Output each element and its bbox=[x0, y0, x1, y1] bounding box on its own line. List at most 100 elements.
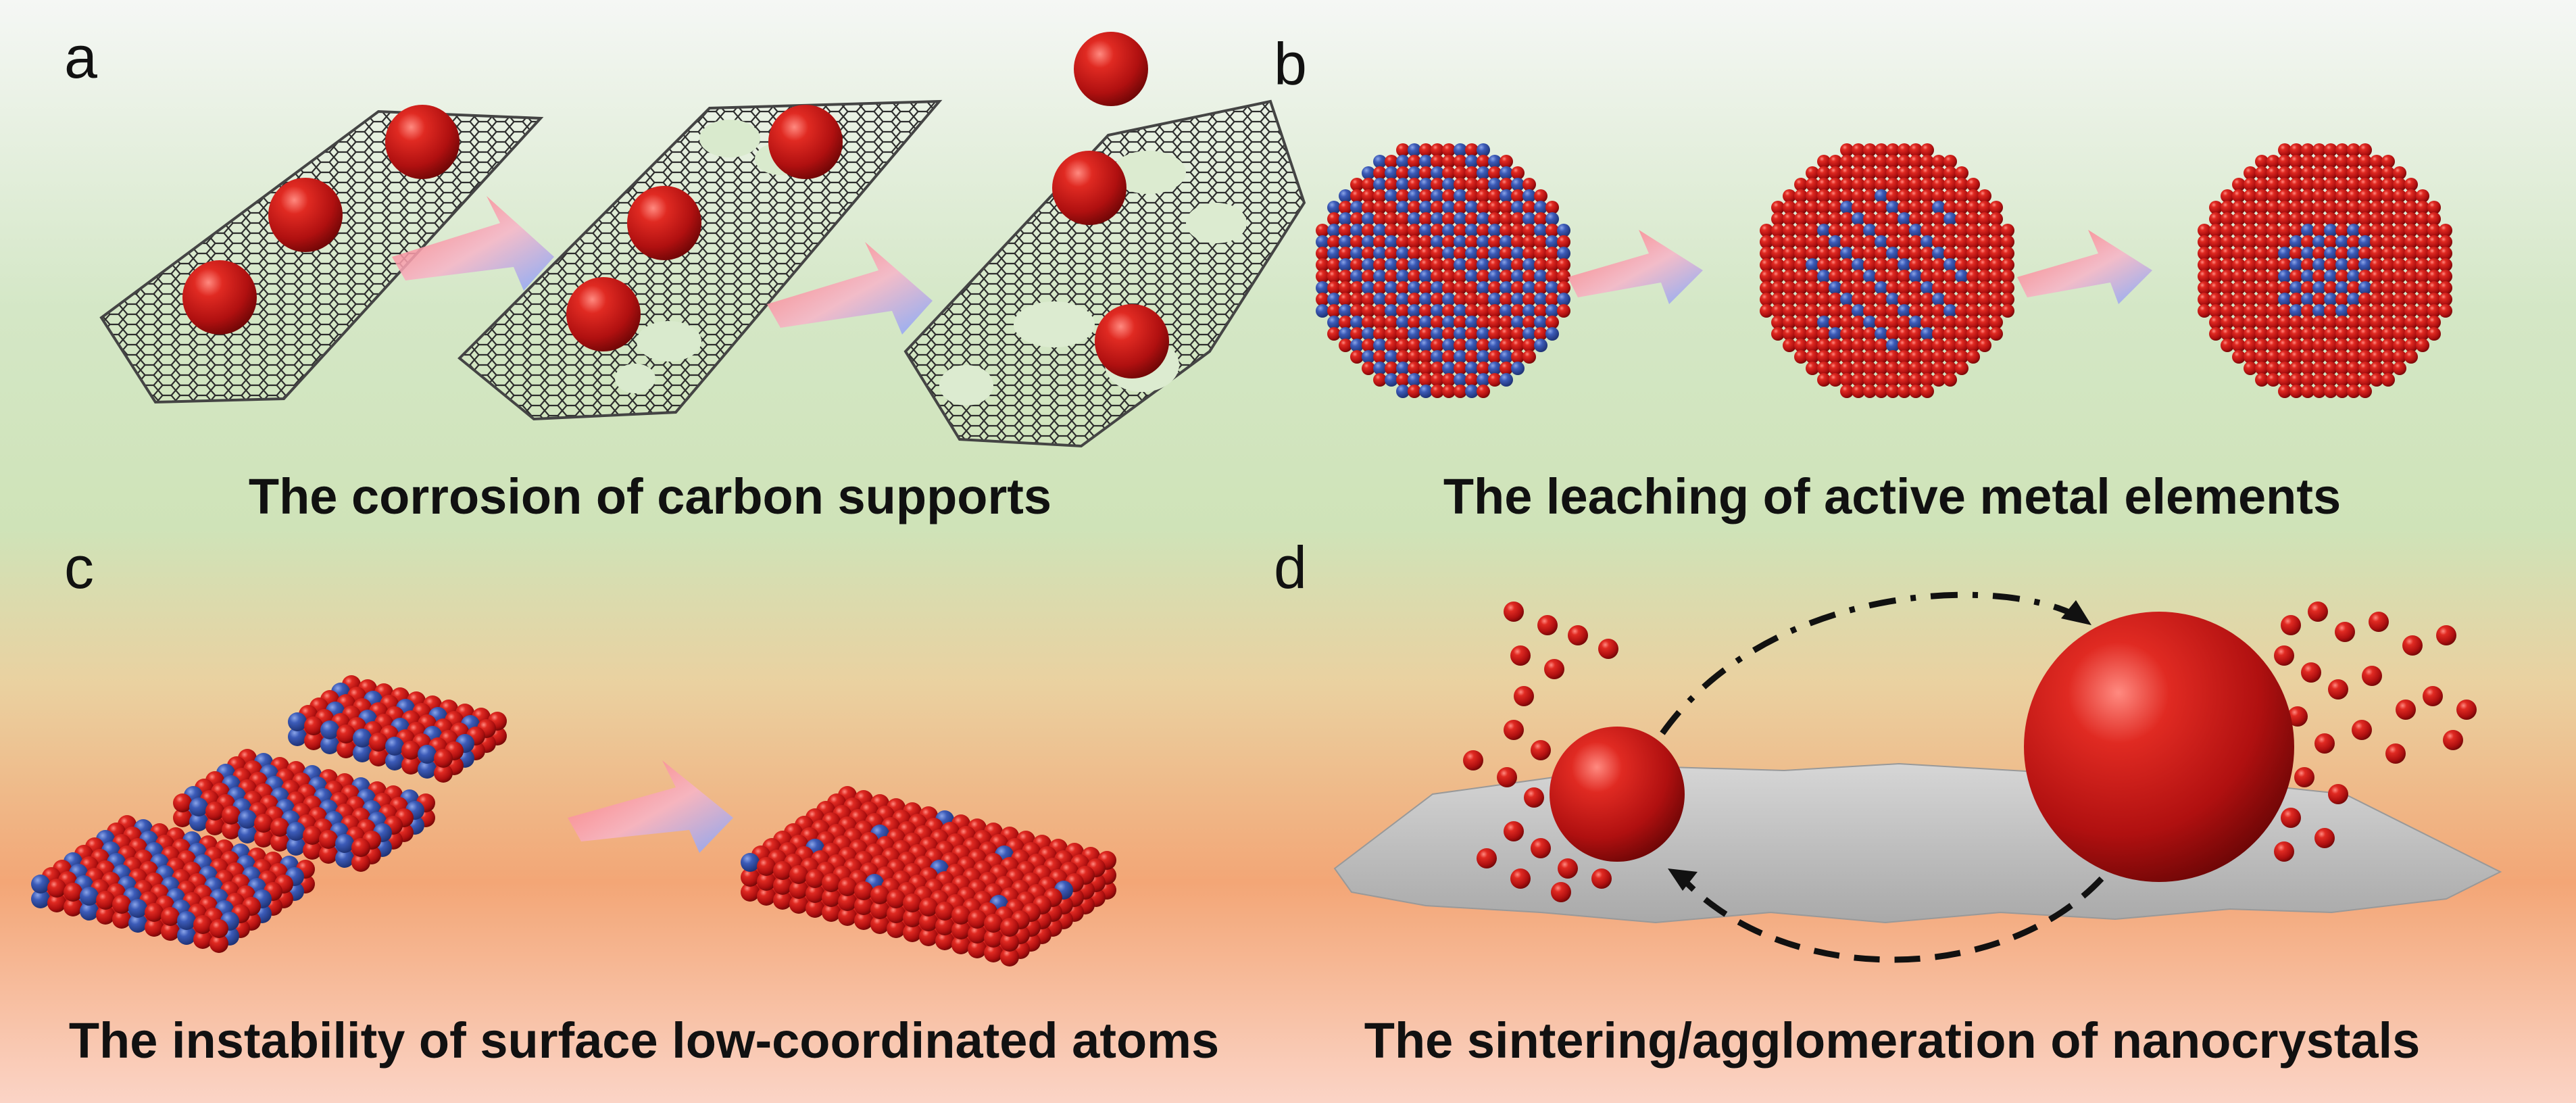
red-atom bbox=[1522, 350, 1536, 364]
red-atom bbox=[1431, 373, 1444, 387]
red-atom bbox=[1454, 362, 1467, 375]
red-atom bbox=[1373, 235, 1387, 249]
red-atom bbox=[2381, 224, 2395, 237]
panel-letter-b: b bbox=[1274, 30, 1307, 97]
red-atom bbox=[2001, 247, 2014, 260]
blue-atom bbox=[1408, 373, 1421, 387]
red-atom bbox=[2209, 304, 2223, 318]
red-atom bbox=[1794, 178, 1808, 191]
red-atom bbox=[2427, 247, 2441, 260]
red-atom bbox=[1794, 212, 1808, 226]
red-atom bbox=[1921, 212, 1934, 226]
red-atom bbox=[1419, 235, 1433, 249]
blue-atom bbox=[238, 810, 257, 829]
red-atom bbox=[2393, 339, 2406, 352]
red-atom bbox=[2416, 212, 2429, 226]
arrow-icon bbox=[2017, 230, 2152, 304]
red-atom bbox=[2347, 235, 2360, 249]
red-atom bbox=[1909, 350, 1923, 364]
red-atom bbox=[1408, 247, 1421, 260]
red-atom bbox=[1794, 235, 1808, 249]
red-atom bbox=[2221, 327, 2234, 341]
blue-atom bbox=[1534, 270, 1547, 283]
red-atom bbox=[1454, 270, 1467, 283]
blue-atom bbox=[1500, 281, 1513, 295]
red-atom bbox=[1557, 281, 1570, 295]
red-atom bbox=[1522, 339, 1536, 352]
red-atom bbox=[1522, 270, 1536, 283]
pt-particle bbox=[1074, 32, 1148, 106]
red-atom bbox=[1760, 258, 1773, 272]
red-atom bbox=[1840, 178, 1854, 191]
red-atom bbox=[919, 912, 938, 931]
blue-atom bbox=[2324, 293, 2337, 306]
red-atom bbox=[2278, 189, 2292, 203]
blue-atom bbox=[1511, 201, 1525, 214]
blue-atom bbox=[1863, 224, 1877, 237]
red-atom bbox=[2232, 327, 2246, 341]
red-atom bbox=[2267, 258, 2280, 272]
red-atom bbox=[2393, 350, 2406, 364]
red-atom bbox=[1454, 293, 1467, 306]
blue-atom bbox=[1385, 373, 1398, 387]
red-atom bbox=[2267, 270, 2280, 283]
red-atom bbox=[1362, 316, 1375, 329]
blue-atom bbox=[1817, 316, 1831, 329]
red-atom bbox=[254, 814, 273, 833]
red-atom bbox=[1817, 189, 1831, 203]
red-atom bbox=[1921, 247, 1934, 260]
red-atom bbox=[1852, 350, 1865, 364]
red-atom bbox=[1955, 258, 1968, 272]
blue-atom bbox=[1545, 281, 1559, 295]
blue-atom bbox=[1511, 178, 1525, 191]
red-atom bbox=[2347, 373, 2360, 387]
red-atom bbox=[2209, 201, 2223, 214]
red-atom bbox=[2381, 362, 2395, 375]
red-atom bbox=[1794, 304, 1808, 318]
red-atom bbox=[1373, 166, 1387, 180]
red-atom bbox=[1454, 339, 1467, 352]
red-atom bbox=[789, 895, 808, 914]
red-atom bbox=[1943, 373, 1957, 387]
red-atom bbox=[1760, 270, 1773, 283]
red-atom bbox=[2267, 247, 2280, 260]
red-atom bbox=[1783, 235, 1796, 249]
red-atom bbox=[1989, 270, 2003, 283]
red-atom bbox=[2278, 224, 2292, 237]
red-atom bbox=[2198, 270, 2211, 283]
red-atom bbox=[2198, 247, 2211, 260]
red-atom bbox=[2416, 339, 2429, 352]
red-atom bbox=[2001, 235, 2014, 249]
red-atom bbox=[1362, 270, 1375, 283]
blue-atom bbox=[1442, 316, 1456, 329]
blue-atom bbox=[1921, 281, 1934, 295]
red-atom bbox=[1442, 270, 1456, 283]
blue-atom bbox=[1408, 281, 1421, 295]
red-atom bbox=[1932, 373, 1946, 387]
blue-atom bbox=[1385, 189, 1398, 203]
red-atom bbox=[1978, 316, 1991, 329]
red-atom bbox=[1783, 189, 1796, 203]
red-atom bbox=[1783, 304, 1796, 318]
red-atom bbox=[1362, 304, 1375, 318]
small-atom bbox=[2443, 730, 2463, 750]
red-atom bbox=[951, 906, 970, 925]
red-atom bbox=[1921, 224, 1934, 237]
red-atom bbox=[1863, 178, 1877, 191]
red-atom bbox=[2278, 178, 2292, 191]
red-atom bbox=[2312, 373, 2326, 387]
blue-atom bbox=[177, 911, 196, 930]
blue-atom bbox=[1431, 166, 1444, 180]
red-atom bbox=[2278, 350, 2292, 364]
red-atom bbox=[1875, 201, 1888, 214]
red-atom bbox=[1863, 339, 1877, 352]
red-atom bbox=[2393, 316, 2406, 329]
red-atom bbox=[1863, 155, 1877, 168]
red-atom bbox=[1771, 235, 1785, 249]
red-atom bbox=[1783, 201, 1796, 214]
red-atom bbox=[1886, 166, 1900, 180]
red-atom bbox=[2232, 258, 2246, 272]
red-atom bbox=[2244, 316, 2257, 329]
red-atom bbox=[951, 935, 970, 954]
red-atom bbox=[1760, 281, 1773, 295]
